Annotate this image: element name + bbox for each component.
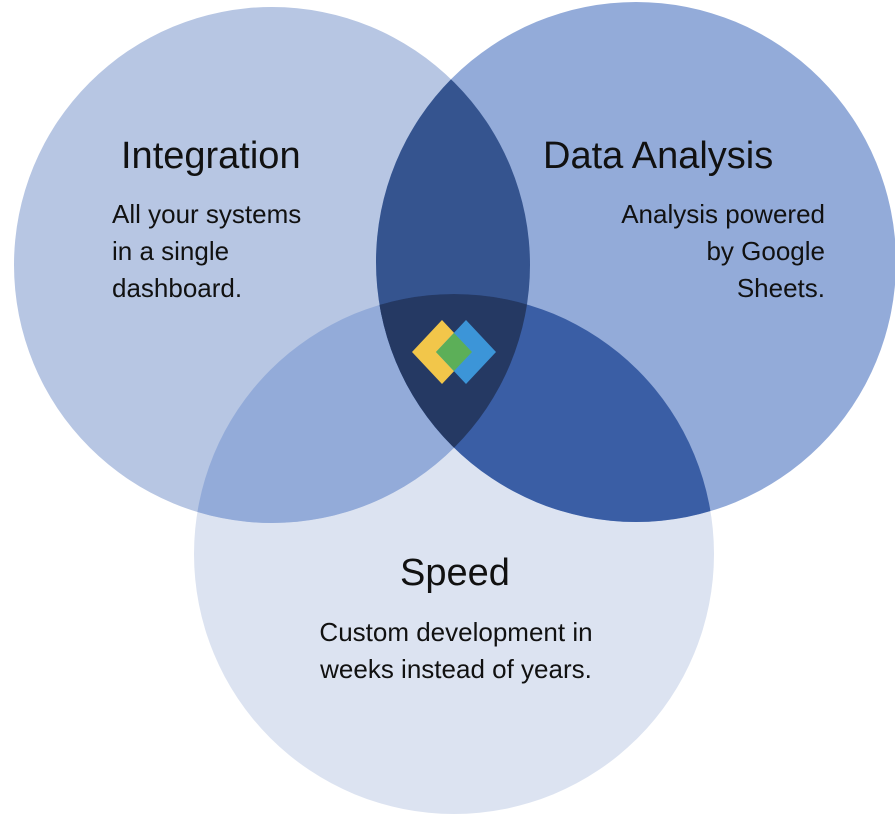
integration-speed-overlap: [194, 294, 530, 523]
data-analysis-line-1: Analysis powered: [621, 199, 825, 229]
data-analysis-title: Data Analysis: [543, 135, 773, 177]
integration-line-1: All your systems: [112, 199, 301, 229]
speed-line-2: weeks instead of years.: [319, 654, 592, 684]
diamond-logo-icon: [412, 320, 496, 384]
data-analysis-line-3: Sheets.: [737, 273, 825, 303]
integration-title: Integration: [121, 135, 301, 177]
data-analysis-line-2: by Google: [706, 236, 825, 266]
integration-line-2: in a single: [112, 236, 229, 266]
speed-title: Speed: [400, 552, 510, 594]
speed-line-1: Custom development in: [319, 617, 592, 647]
data-speed-overlap: [376, 294, 714, 522]
integration-line-3: dashboard.: [112, 273, 242, 303]
logo-green-diamond: [436, 333, 472, 371]
